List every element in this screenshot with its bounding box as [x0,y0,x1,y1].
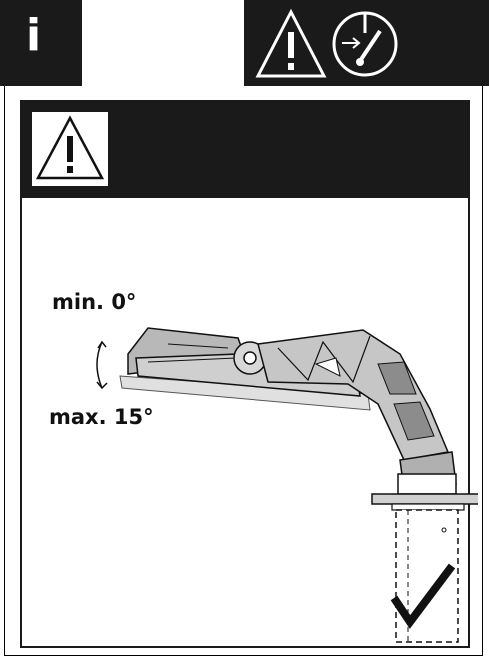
panel-header [22,102,468,198]
checkmark-icon [390,563,456,629]
power-switch-icon [332,11,398,77]
info-letter: i [26,10,42,61]
warning-triangle-icon [35,115,105,180]
warning-box [32,112,108,186]
max-angle-label: max. 15° [49,405,154,429]
info-badge: i [0,0,82,86]
instruction-panel [20,100,470,648]
min-angle-label: min. 0° [52,290,137,314]
header-safety-bar [244,0,489,86]
warning-triangle-icon [255,8,327,78]
page-frame [4,86,483,656]
tilt-angle-arrows [96,340,108,390]
